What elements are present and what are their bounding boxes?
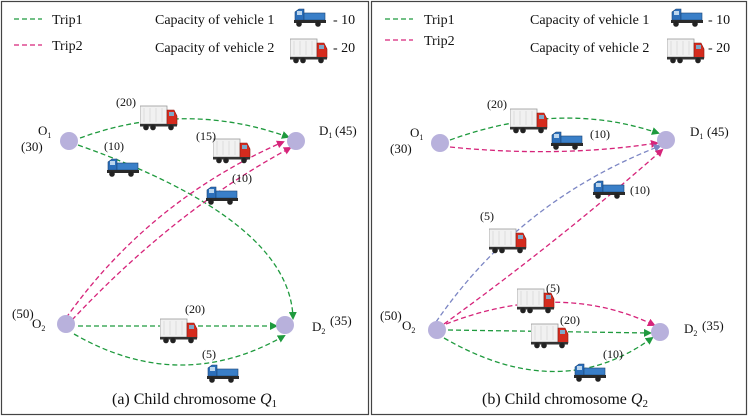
node-a-o2-label: O2 xyxy=(32,316,45,333)
node-a-d2 xyxy=(276,316,294,334)
route-b-o2-d1-2 xyxy=(443,148,664,325)
load-b-o2d2-van: (10) xyxy=(603,347,623,361)
van-icon xyxy=(550,131,584,151)
node-b-o1 xyxy=(431,134,449,152)
vehicle1-legend-icon xyxy=(670,8,704,28)
panel-a-border xyxy=(0,0,370,416)
node-a-d1-demand: (45) xyxy=(335,123,357,138)
node-b-o2 xyxy=(428,321,446,339)
van-icon xyxy=(206,364,240,384)
node-b-d1-label: D1 xyxy=(690,124,703,141)
van-icon xyxy=(106,158,140,178)
node-a-o2 xyxy=(57,315,75,333)
legend-cap2-value: - 20 xyxy=(708,41,730,56)
vehicle2-legend-icon xyxy=(667,38,705,64)
node-a-o2-demand: (50) xyxy=(12,306,34,321)
route-a-o2-d1-1 xyxy=(65,140,285,319)
load-b-o1d1-truck: (20) xyxy=(487,97,507,111)
node-b-d2-label: D2 xyxy=(684,321,697,338)
truck-icon xyxy=(531,323,569,349)
route-a-o1-d2 xyxy=(77,144,297,320)
load-a-o2d2-van: (5) xyxy=(202,347,216,361)
vehicle1-legend-icon xyxy=(293,8,327,28)
legend-cap2-value: - 20 xyxy=(333,41,355,56)
legend-trip1-label: Trip1 xyxy=(52,13,83,28)
node-b-o2-demand: (50) xyxy=(380,308,402,323)
load-a-o2d1-van: (10) xyxy=(232,171,252,185)
node-a-d1-label: D1 xyxy=(319,123,332,140)
legend-cap1-value: - 10 xyxy=(708,13,730,28)
load-a-o1d1: (20) xyxy=(116,95,136,109)
load-b-o2d1-van: (10) xyxy=(630,183,650,197)
node-b-o1-demand: (30) xyxy=(390,141,412,156)
truck-icon xyxy=(510,108,548,134)
node-a-o1-demand: (30) xyxy=(21,139,43,154)
legend-cap2-label: Capacity of vehicle 2 xyxy=(155,41,274,56)
panel-b: Trip1 Trip2 Capacity of vehicle 1 - 10 C… xyxy=(380,8,730,410)
load-a-o2d1-truck: (15) xyxy=(196,129,216,143)
node-b-o1-label: O1 xyxy=(410,125,423,142)
caption-a: (a) Child chromosome Q1 xyxy=(112,391,277,410)
route-b-o1-d1-1 xyxy=(449,117,660,141)
truck-icon xyxy=(213,138,251,164)
legend-a: Trip1 Trip2 Capacity of vehicle 1 - 10 C… xyxy=(14,8,355,64)
truck-icon xyxy=(160,318,198,344)
load-a-o1d2: (10) xyxy=(104,139,124,153)
legend-b: Trip1 Trip2 Capacity of vehicle 1 - 10 C… xyxy=(385,8,730,64)
load-a-o2d2-truck: (20) xyxy=(185,302,205,316)
load-b-o2d1-truck: (5) xyxy=(480,209,494,223)
node-b-o2-label: O2 xyxy=(402,318,415,335)
node-a-o1-label: O1 xyxy=(38,123,51,140)
van-icon xyxy=(205,186,239,206)
node-b-d1-demand: (45) xyxy=(707,124,729,139)
route-b-o2-d1-1 xyxy=(435,144,662,323)
node-b-d2-demand: (35) xyxy=(702,318,724,333)
route-b-o1-d1-2 xyxy=(449,139,659,153)
truck-icon xyxy=(140,105,178,131)
node-a-d2-demand: (35) xyxy=(330,313,352,328)
node-a-d2-label: D2 xyxy=(312,319,325,336)
panel-b-border xyxy=(370,0,748,416)
route-a-o1-d1 xyxy=(79,118,290,139)
vehicle2-legend-icon xyxy=(290,38,328,64)
panel-a: Trip1 Trip2 Capacity of vehicle 1 - 10 C… xyxy=(12,8,357,410)
route-b-o2-d2-2 xyxy=(447,328,652,337)
legend-cap1-value: - 10 xyxy=(333,13,355,28)
node-a-o1 xyxy=(60,132,78,150)
node-b-d1 xyxy=(657,131,675,149)
node-a-d1 xyxy=(287,132,305,150)
legend-cap1-label: Capacity of vehicle 1 xyxy=(530,13,649,28)
load-b-o1d1-van: (10) xyxy=(590,127,610,141)
load-b-o2d2-truck-top: (5) xyxy=(546,281,560,295)
legend-trip2-label: Trip2 xyxy=(424,34,455,49)
legend-trip1-label: Trip1 xyxy=(424,13,455,28)
route-a-o2-d1-2 xyxy=(71,147,292,321)
route-b-o2-d2-1 xyxy=(445,301,656,327)
legend-trip2-label: Trip2 xyxy=(52,39,83,54)
load-b-o2d2-truck: (20) xyxy=(560,313,580,327)
caption-b: (b) Child chromosome Q2 xyxy=(482,391,648,410)
truck-icon xyxy=(489,228,527,254)
node-b-d2 xyxy=(651,323,669,341)
legend-cap1-label: Capacity of vehicle 1 xyxy=(155,13,274,28)
legend-cap2-label: Capacity of vehicle 2 xyxy=(530,41,649,56)
route-b-o2-d2-3 xyxy=(443,336,654,373)
